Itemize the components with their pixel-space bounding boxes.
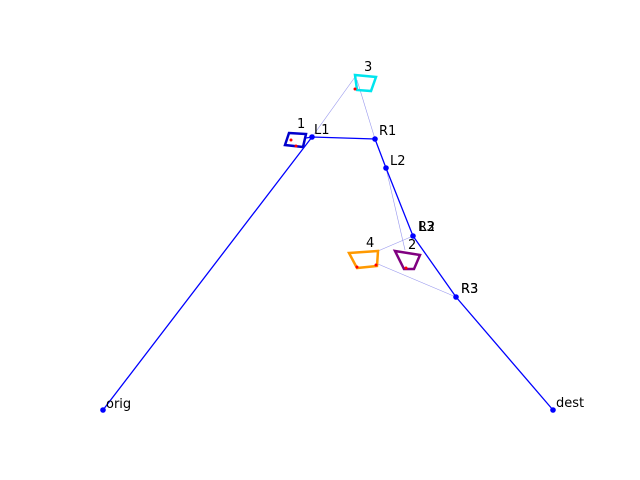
obstacle-4-vertex (374, 263, 378, 267)
label-orig: orig (106, 397, 131, 412)
label-r3: R3 (461, 282, 478, 297)
obstacle-2-vertex (404, 266, 408, 270)
obstacle-1-outline (283, 131, 308, 149)
label-l1: L1 (314, 123, 330, 138)
connector-4-r2 (377, 235, 414, 252)
obstacle-1 (283, 131, 308, 149)
node-r1 (372, 136, 378, 142)
label-l3: L3 (419, 220, 435, 235)
label-r3-overlap: R3 (461, 282, 478, 297)
path-line (102, 136, 554, 411)
node-orig (100, 407, 106, 413)
obstacle-2-outline (392, 249, 422, 271)
connector-2-l2 (385, 167, 406, 251)
obstacle-4 (346, 249, 380, 270)
label-l2: L2 (390, 154, 406, 169)
label-r2: R2 (418, 220, 435, 235)
obstacle-1-vertex (294, 144, 298, 148)
thin-connectors (311, 76, 457, 298)
node-dest (550, 407, 556, 413)
label-obstacle-4: 4 (366, 236, 374, 251)
label-dest: dest (556, 396, 584, 411)
node-r3 (453, 294, 459, 300)
connector-4-r3 (377, 263, 457, 298)
obstacle-3 (353, 73, 378, 93)
obstacle-2 (392, 249, 422, 271)
obstacle-4-vertex (355, 265, 359, 269)
label-obstacle-3: 3 (364, 60, 372, 75)
node-r2 (410, 233, 416, 239)
node-l1 (309, 134, 315, 140)
obstacle-3-outline (353, 73, 378, 93)
labels: 3 1 L1 R1 L2 L3 R2 4 2 R3 R3 orig dest (106, 60, 584, 412)
obstacle-4-outline (346, 249, 380, 270)
label-obstacle-2: 2 (408, 238, 416, 253)
node-l2 (383, 165, 389, 171)
label-obstacle-1: 1 (297, 117, 305, 132)
obstacle-3-vertex (353, 87, 357, 91)
path-nodes (100, 134, 556, 413)
connector-3-l1 (311, 76, 356, 138)
main-path (102, 136, 554, 411)
label-r1: R1 (379, 124, 396, 139)
obstacle-1-vertex (289, 138, 293, 142)
